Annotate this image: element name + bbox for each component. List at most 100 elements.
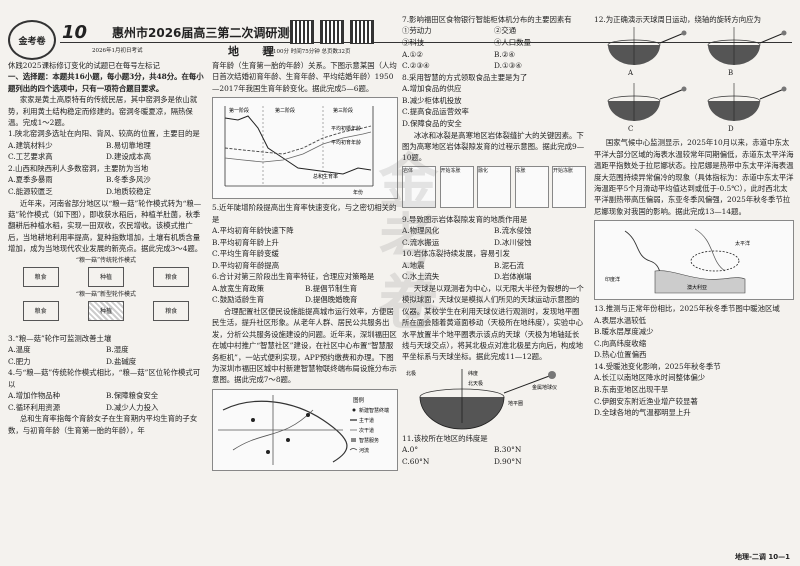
option[interactable]: A.①② (402, 49, 423, 59)
option[interactable]: A.建筑材料少 (8, 140, 53, 150)
globe-option[interactable]: C (594, 81, 694, 137)
diagram-title: “粮一菇”新型轮作模式 (75, 290, 137, 298)
pacific-map: 太平洋 印度洋 澳大利亚 (594, 220, 794, 301)
option[interactable]: B.减少柜体机投放 (402, 95, 462, 105)
passage-7: 国家气候中心监测显示，2025年10月以来，赤道中东太平洋大部分区域的海表水温较… (594, 138, 794, 216)
option[interactable]: A.放宽生育政策 (212, 283, 265, 293)
option[interactable]: B.易切靠地理 (106, 140, 151, 150)
option[interactable]: D.岩体崩塌 (494, 272, 532, 282)
option[interactable]: B.暖水层厚度减少 (594, 327, 654, 337)
option[interactable]: A.增加作物品种 (8, 391, 61, 401)
question-2: 2.山西和陕西利人多数窑洞，主要防为当地 (8, 164, 149, 174)
option[interactable]: D.保障食品的安全 (402, 118, 462, 128)
option[interactable]: C.伊朗安东附近渔业增产较显著 (594, 396, 698, 406)
option[interactable]: A.温度 (8, 345, 31, 355)
pacific-map-svg: 太平洋 印度洋 澳大利亚 (605, 228, 750, 294)
diagram-box: 粮食 (22, 266, 59, 287)
option[interactable]: B.东南亚地区出现干旱 (594, 385, 669, 395)
column-4: 12.为正确演示天球周日运动，绕轴的旋转方向应为 A B C D 国家气候中心监… (594, 14, 794, 554)
passage-2: 近年来，河南省部分地区以“粮一菇”轮作模式转为“粮—菇”轮作模式（如下图），即收… (8, 198, 203, 254)
option[interactable]: A.增加食品的供应 (402, 84, 462, 94)
rock-fissure-figure: 岩体 开始冻胀 融化 冻胀 开始冻胀 (402, 165, 586, 212)
option[interactable]: D.①③④ (494, 61, 522, 71)
question-11-options: A.0° B.30°N C.60°N D.90°N (402, 444, 586, 467)
question-13-options: A.表层水温较低 B.暖水层厚度减少 C.向高纬度收缩 D.热心位置偏西 (594, 315, 794, 361)
option: ④人口数量 (494, 38, 531, 47)
question-7-options: A.①② B.②④ C.②③④ D.①③④ (402, 49, 586, 72)
option[interactable]: B.冬季多风沙 (106, 175, 151, 185)
figure-label: 北极 (406, 370, 416, 377)
district-map: 图例 新建智慧终端 主干道 次干道 智慧服务 河流 (212, 388, 398, 471)
qr-code-icon (320, 20, 344, 44)
option[interactable]: C.鼓励适龄生育 (212, 295, 265, 305)
option[interactable]: D.建设成本高 (106, 152, 151, 162)
diagram-box: 粮食 (22, 300, 59, 321)
globe-option[interactable]: A (594, 25, 694, 81)
legend-item: 智慧服务 (359, 437, 379, 444)
globe-option[interactable]: D (694, 81, 794, 137)
option[interactable]: D.热心位置偏西 (594, 350, 647, 360)
option[interactable]: B.平均初育年龄上升 (212, 237, 279, 247)
option[interactable]: C.肥力 (8, 356, 31, 366)
option[interactable]: A.物理风化 (402, 226, 440, 236)
option[interactable]: A.夏季多暴雨 (8, 175, 53, 185)
option[interactable]: D.平均初育年龄提高 (212, 260, 280, 270)
option[interactable]: D.提倡晚婚晚育 (305, 295, 358, 305)
question-10-options: A.地震 B.泥石流 C.水土流失 D.岩体崩塌 (402, 260, 586, 283)
option[interactable]: D.减少人力投入 (106, 402, 159, 412)
option[interactable]: C.②③④ (402, 61, 430, 71)
celestial-globe-svg: 北极 纬度 北天极 金属地球仪 地平圈 (406, 368, 557, 430)
option[interactable]: B.泥石流 (494, 260, 524, 270)
option[interactable]: A.0° (402, 445, 419, 455)
option[interactable]: C.提高食品运营效率 (402, 107, 469, 117)
page-footer: 地理-二调 10—1 (735, 553, 790, 561)
question-14: 14.受暖池变化影响，2025年秋冬季节 (594, 362, 721, 372)
fertility-chart: 第一阶段 第二阶段 第三阶段 总和生育率 平均初婚年龄 平均初育年龄 年份 (212, 97, 398, 200)
option[interactable]: B.保障粮食安全 (106, 391, 159, 401)
option[interactable]: C.水土流失 (402, 272, 440, 282)
option[interactable]: A.平均初育年龄快速下降 (212, 226, 294, 236)
option[interactable]: D.地质较稳定 (106, 187, 151, 197)
option[interactable]: C.工艺要求高 (8, 152, 53, 162)
option[interactable]: B.②④ (494, 49, 516, 59)
option[interactable]: D.90°N (494, 456, 522, 466)
option[interactable]: C.平均生育年龄变缓 (212, 249, 279, 259)
option[interactable]: A.地震 (402, 260, 425, 270)
option[interactable]: D.盐碱度 (106, 356, 137, 366)
map-label: 太平洋 (735, 240, 750, 247)
column-3: 7.影响福田区食物银行智能柜体机分布的主要因素有 ①劳动力 ②交通 ③科技 ④人… (402, 14, 586, 566)
option: ②交通 (494, 26, 517, 36)
question-8-options: A.增加食品的供应 B.减少柜体机投放 C.提高食品运营效率 D.保障食品的安全 (402, 83, 586, 129)
option[interactable]: C.流水搬运 (402, 237, 440, 247)
option[interactable]: A.长江以南地区降水时间整体偏少 (594, 373, 706, 383)
map-label: 澳大利亚 (687, 284, 707, 291)
question-9-options: A.物理风化 B.流水侵蚀 C.流水搬运 D.冰川侵蚀 (402, 225, 586, 248)
option[interactable]: C.向高纬度收缩 (594, 338, 647, 348)
option[interactable]: B.湿度 (106, 345, 129, 355)
legend-item: 次干道 (359, 427, 374, 434)
option[interactable]: C.能源较匮乏 (8, 187, 53, 197)
option[interactable]: C.60°N (402, 456, 430, 466)
option[interactable]: B.提倡节制生育 (305, 283, 358, 293)
exam-date: 2026年1月初日考试 (92, 48, 143, 54)
question-4-options: A.增加作物品种 B.保障粮食安全 C.循环利用资源 D.减少人力投入 (8, 390, 204, 413)
option[interactable]: A.表层水温较低 (594, 315, 647, 325)
chart-stage-label: 第三阶段 (333, 107, 353, 114)
fissure-panel: 开始冻胀 (439, 165, 474, 208)
option: ①劳动力 (402, 26, 432, 36)
option[interactable]: D.全球各地的气温都明显上升 (594, 408, 691, 418)
option[interactable]: C.循环利用资源 (8, 402, 61, 412)
figure-label: 纬度 (468, 370, 478, 377)
legend-item: 新建智慧终端 (359, 407, 389, 414)
option[interactable]: B.30°N (494, 445, 522, 455)
option[interactable]: B.流水侵蚀 (494, 226, 532, 236)
rotation-diagram: “粮一菇”传统轮作模式 粮食 种植 粮食 “粮一菇”新型轮作模式 粮食 种植 粮… (8, 257, 204, 331)
question-3: 3.“粮—菇”轮作可监测改善土壤 (8, 333, 112, 343)
question-13: 13.推测与正常年份相比，2025年秋冬季节图中暖池区域 (594, 304, 780, 314)
diagram-box: 粮食 (153, 300, 190, 321)
passage-3: 总和生育率指每个育龄女子在生育期内平均生育的子女数，与初育年龄（生育第一胎的年龄… (8, 414, 198, 435)
option[interactable]: D.冰川侵蚀 (494, 237, 532, 247)
globe-option[interactable]: B (694, 25, 794, 81)
brand-logo: 金考卷 (8, 20, 56, 60)
